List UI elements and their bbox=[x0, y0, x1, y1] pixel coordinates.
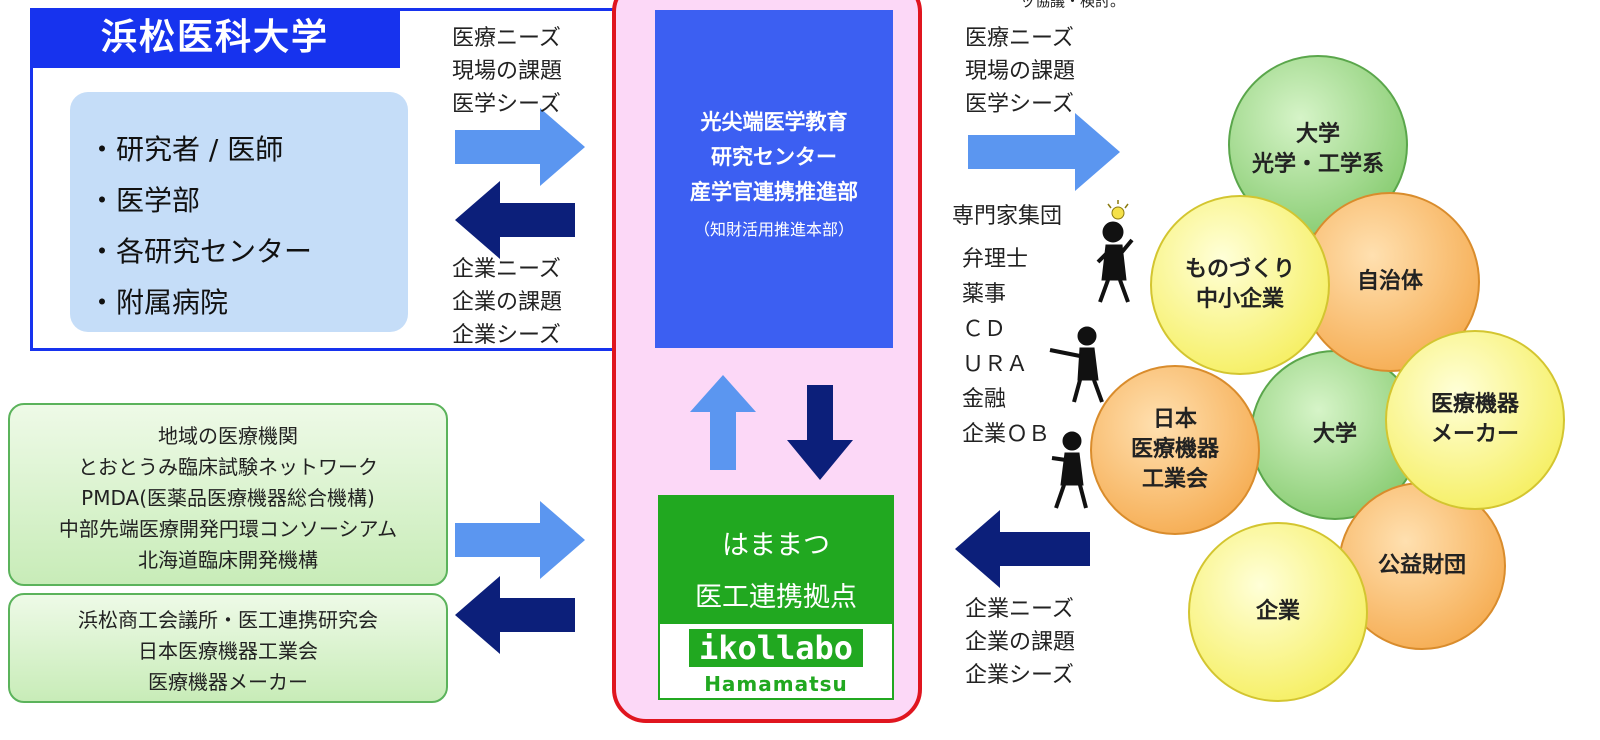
ikollabo-logo-main: ikollabo bbox=[658, 628, 894, 668]
expert-item: ＵＲＡ bbox=[962, 352, 1029, 377]
center-department-line: 研究センター bbox=[711, 145, 837, 169]
lightbulb-icon bbox=[1107, 200, 1129, 220]
expert-item: 企業ＯＢ bbox=[962, 422, 1051, 447]
circle-device-maker: 医療機器 メーカー bbox=[1385, 330, 1565, 510]
hub-name-line: はままつ bbox=[722, 530, 830, 561]
partner-item: とおとうみ臨床試験ネットワーク bbox=[78, 455, 378, 479]
university-title: 浜松医科大学 bbox=[30, 8, 400, 68]
expert-item: 金融 bbox=[962, 387, 1007, 412]
needs-label: 医学シーズ bbox=[452, 92, 561, 117]
arrow-left-icon bbox=[955, 510, 1090, 588]
needs-label: 医学シーズ bbox=[965, 92, 1074, 117]
arrow-down-icon bbox=[787, 385, 853, 480]
hub-block bbox=[658, 495, 894, 622]
industry-partners-box: 浜松商工会議所・医工連携研究会 日本医療機器工業会 医療機器メーカー bbox=[8, 593, 448, 703]
needs-label: 企業の課題 bbox=[452, 290, 563, 315]
expert-item: 弁理士 bbox=[962, 247, 1029, 272]
partner-item: 北海道臨床開発機構 bbox=[138, 548, 318, 572]
center-department-line: 産学官連携推進部 bbox=[690, 180, 858, 204]
center-department-block bbox=[655, 10, 893, 348]
university-member-item: 各研究センター bbox=[88, 226, 312, 277]
university-members-list: 研究者 / 医師 医学部 各研究センター 附属病院 bbox=[88, 124, 312, 328]
person-thinking-icon bbox=[1096, 221, 1134, 303]
circle-japan-device-association: 日本 医療機器 工業会 bbox=[1090, 365, 1260, 535]
regional-partners-box: 地域の医療機関 とおとうみ臨床試験ネットワーク PMDA(医薬品医療機器総合機構… bbox=[8, 403, 448, 586]
needs-label: 企業の課題 bbox=[965, 630, 1076, 655]
university-member-item: 研究者 / 医師 bbox=[88, 124, 312, 175]
needs-label-group-right-upper: 医療ニーズ 現場の課題 医学シーズ bbox=[965, 22, 1075, 121]
arrow-up-icon bbox=[690, 375, 756, 470]
university-member-item: 附属病院 bbox=[88, 277, 312, 328]
arrow-right-icon bbox=[968, 113, 1120, 191]
needs-label: 医療ニーズ bbox=[965, 26, 1074, 51]
needs-label: 現場の課題 bbox=[965, 59, 1076, 84]
hub-name: はままつ 医工連携拠点 bbox=[658, 520, 894, 624]
expert-item: 薬事 bbox=[962, 282, 1007, 307]
center-department-subtitle: （知財活用推進本部） bbox=[693, 220, 854, 239]
needs-label: 現場の課題 bbox=[452, 59, 563, 84]
needs-label: 企業シーズ bbox=[452, 323, 561, 348]
partner-item: 浜松商工会議所・医工連携研究会 bbox=[78, 608, 378, 632]
partner-item: 地域の医療機関 bbox=[158, 424, 298, 448]
needs-label: 医療ニーズ bbox=[452, 26, 561, 51]
circle-monozukuri-sme: ものづくり 中小企業 bbox=[1150, 195, 1330, 375]
expert-item: ＣＤ bbox=[962, 317, 1007, 342]
university-member-item: 医学部 bbox=[88, 175, 312, 226]
needs-label-group-right-lower: 企業ニーズ 企業の課題 企業シーズ bbox=[965, 593, 1075, 692]
ikollabo-logo-sub: Hamamatsu bbox=[704, 672, 848, 696]
experts-title: 専門家集団 bbox=[952, 204, 1063, 229]
needs-label-group-lower: 企業ニーズ 企業の課題 企業シーズ bbox=[452, 253, 562, 352]
arrow-left-icon bbox=[455, 181, 575, 259]
ikollabo-logo-word: ikollabo bbox=[688, 629, 864, 667]
needs-label: 企業シーズ bbox=[965, 663, 1074, 688]
hub-name-line: 医工連携拠点 bbox=[695, 582, 857, 613]
person-pointing-icon bbox=[1049, 326, 1104, 403]
circle-company: 企業 bbox=[1188, 522, 1368, 702]
center-department-line: 光尖端医学教育 bbox=[700, 110, 848, 134]
needs-label-group-upper: 医療ニーズ 現場の課題 医学シーズ bbox=[452, 22, 562, 121]
arrow-left-icon bbox=[455, 576, 575, 654]
arrow-right-icon bbox=[455, 108, 585, 186]
center-department-name: 光尖端医学教育 研究センター 産学官連携推進部 bbox=[655, 105, 893, 210]
partner-item: 中部先端医療開発円環コンソーシアム bbox=[58, 517, 398, 541]
top-note-text: ッ協議・検討。 bbox=[1020, 0, 1126, 10]
circle-municipality: 自治体 bbox=[1300, 192, 1480, 372]
person-thinking-icon bbox=[1051, 431, 1088, 509]
partner-item: PMDA(医薬品医療機器総合機構) bbox=[81, 486, 375, 510]
experts-list: 弁理士 薬事 ＣＤ ＵＲＡ 金融 企業ＯＢ bbox=[962, 242, 1050, 452]
partner-item: 医療機器メーカー bbox=[148, 670, 308, 694]
partner-item: 日本医療機器工業会 bbox=[138, 639, 318, 663]
needs-label: 企業ニーズ bbox=[965, 597, 1074, 622]
needs-label: 企業ニーズ bbox=[452, 257, 561, 282]
arrow-right-icon bbox=[455, 501, 585, 579]
